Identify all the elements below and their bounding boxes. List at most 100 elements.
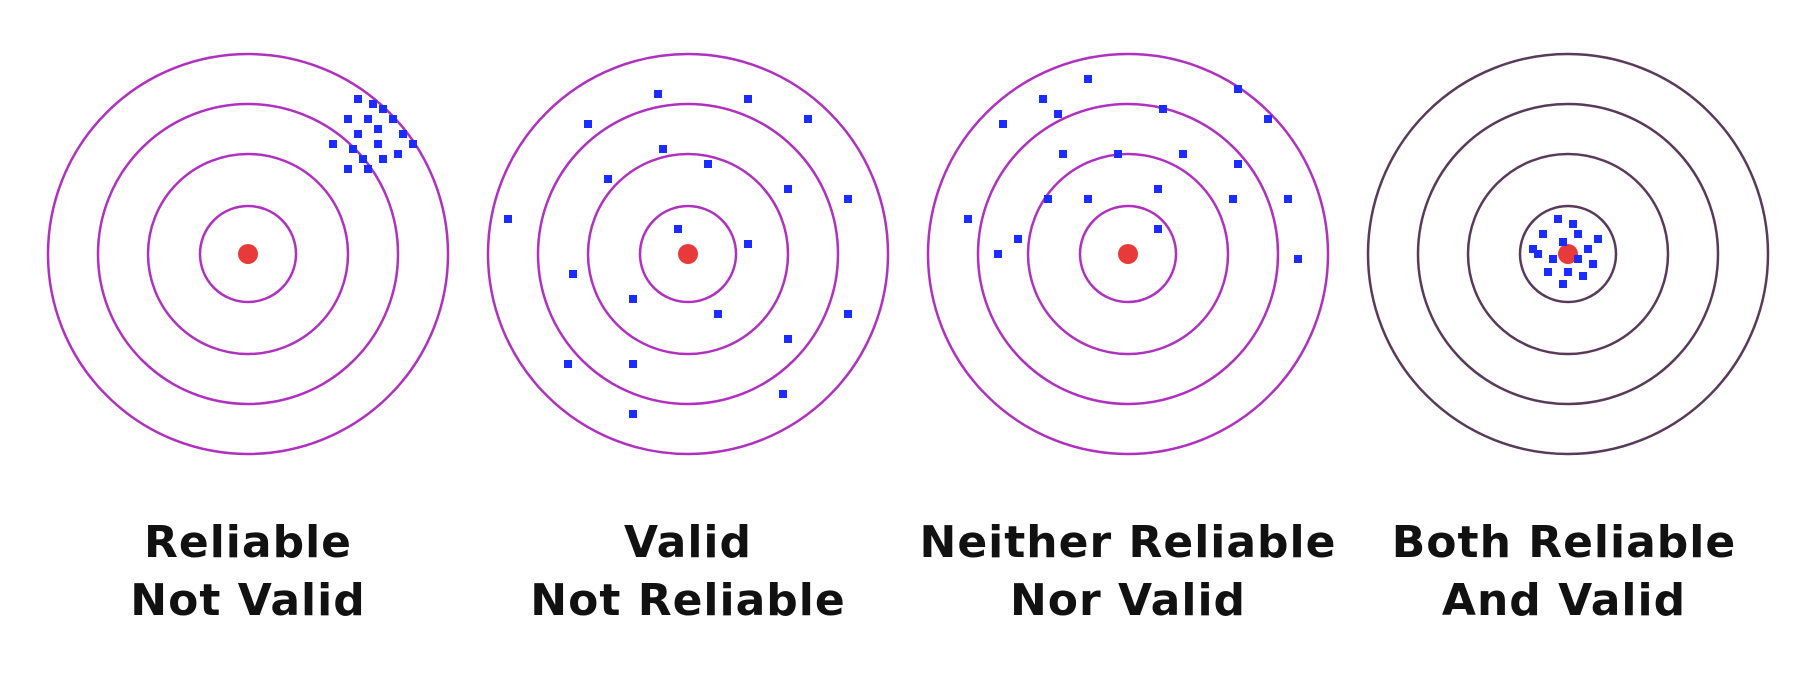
shot-mark [1534, 250, 1542, 258]
caption-both: Both Reliable And Valid [1354, 514, 1774, 630]
shot-mark [569, 270, 577, 278]
shot-mark [349, 145, 357, 153]
shot-mark [1529, 245, 1537, 253]
shot-mark [1154, 185, 1162, 193]
shot-mark [354, 95, 362, 103]
shot-mark [1179, 150, 1187, 158]
target-reliable-not-valid [46, 52, 450, 456]
shot-mark [629, 360, 637, 368]
shot-mark [1054, 110, 1062, 118]
target-ring [146, 152, 350, 356]
shot-mark [1564, 268, 1572, 276]
shot-mark [1159, 105, 1167, 113]
shot-mark [1284, 195, 1292, 203]
shot-mark [1569, 220, 1577, 228]
shot-mark [674, 225, 682, 233]
shot-mark [344, 165, 352, 173]
shot-mark [744, 95, 752, 103]
target-both [1366, 52, 1770, 456]
shot-mark [1014, 235, 1022, 243]
shot-mark [1574, 255, 1582, 263]
shot-mark [999, 120, 1007, 128]
shot-mark [394, 150, 402, 158]
caption-line-1: Valid [624, 517, 752, 568]
shot-mark [1084, 75, 1092, 83]
target-ring [486, 52, 890, 456]
shot-mark [779, 390, 787, 398]
shot-mark [1559, 238, 1567, 246]
shot-mark [344, 115, 352, 123]
shot-mark [369, 100, 377, 108]
shot-mark [584, 120, 592, 128]
shot-mark [604, 175, 612, 183]
shot-mark [1559, 280, 1567, 288]
target-ring [926, 52, 1330, 456]
caption-line-2: Not Reliable [530, 575, 846, 626]
shot-mark [1234, 160, 1242, 168]
shot-mark [629, 295, 637, 303]
shot-mark [329, 140, 337, 148]
shot-mark [1059, 150, 1067, 158]
shot-mark [354, 130, 362, 138]
caption-reliable-not-valid: Reliable Not Valid [38, 514, 458, 630]
shot-mark [1044, 195, 1052, 203]
shot-mark [964, 215, 972, 223]
shot-mark [1229, 195, 1237, 203]
shot-mark [1154, 225, 1162, 233]
caption-line-1: Reliable [144, 517, 352, 568]
target-ring [1466, 152, 1670, 356]
shot-mark [844, 195, 852, 203]
shot-mark [629, 410, 637, 418]
target-ring [46, 52, 450, 456]
bullseye [1118, 244, 1138, 264]
shot-mark [374, 125, 382, 133]
shot-mark [374, 140, 382, 148]
target-valid-not-reliable [486, 52, 890, 456]
shot-mark [1574, 230, 1582, 238]
shot-mark [804, 115, 812, 123]
caption-line-2: Nor Valid [1009, 575, 1247, 626]
shot-mark [364, 115, 372, 123]
shot-mark [564, 360, 572, 368]
target-ring [1518, 204, 1618, 304]
target-ring [976, 102, 1280, 406]
shot-mark [1264, 115, 1272, 123]
bullseye [1558, 244, 1578, 264]
caption-neither: Neither Reliable Nor Valid [918, 514, 1338, 630]
shot-mark [654, 90, 662, 98]
shot-mark [744, 240, 752, 248]
target-ring [1026, 152, 1230, 356]
shot-mark [1539, 230, 1547, 238]
shot-mark [1579, 272, 1587, 280]
shot-mark [844, 310, 852, 318]
shot-mark [504, 215, 512, 223]
target-ring [586, 152, 790, 356]
shot-mark [704, 160, 712, 168]
shot-mark [1084, 195, 1092, 203]
shot-mark [994, 250, 1002, 258]
target-ring [638, 204, 738, 304]
shot-mark [1584, 245, 1592, 253]
target-ring [96, 102, 400, 406]
shot-mark [714, 310, 722, 318]
target-ring [536, 102, 840, 406]
shot-mark [1294, 255, 1302, 263]
shot-mark [1234, 85, 1242, 93]
caption-line-2: Not Valid [130, 575, 366, 626]
caption-line-1: Both Reliable [1391, 517, 1737, 568]
caption-line-2: And Valid [1441, 575, 1687, 626]
shot-mark [784, 335, 792, 343]
shot-mark [364, 165, 372, 173]
shot-mark [379, 105, 387, 113]
target-ring [1078, 204, 1178, 304]
target-ring [1366, 52, 1770, 456]
shot-mark [1544, 268, 1552, 276]
shot-mark [784, 185, 792, 193]
shot-mark [1549, 255, 1557, 263]
bullseye [238, 244, 258, 264]
target-ring [198, 204, 298, 304]
shot-mark [1594, 235, 1602, 243]
shot-mark [359, 155, 367, 163]
